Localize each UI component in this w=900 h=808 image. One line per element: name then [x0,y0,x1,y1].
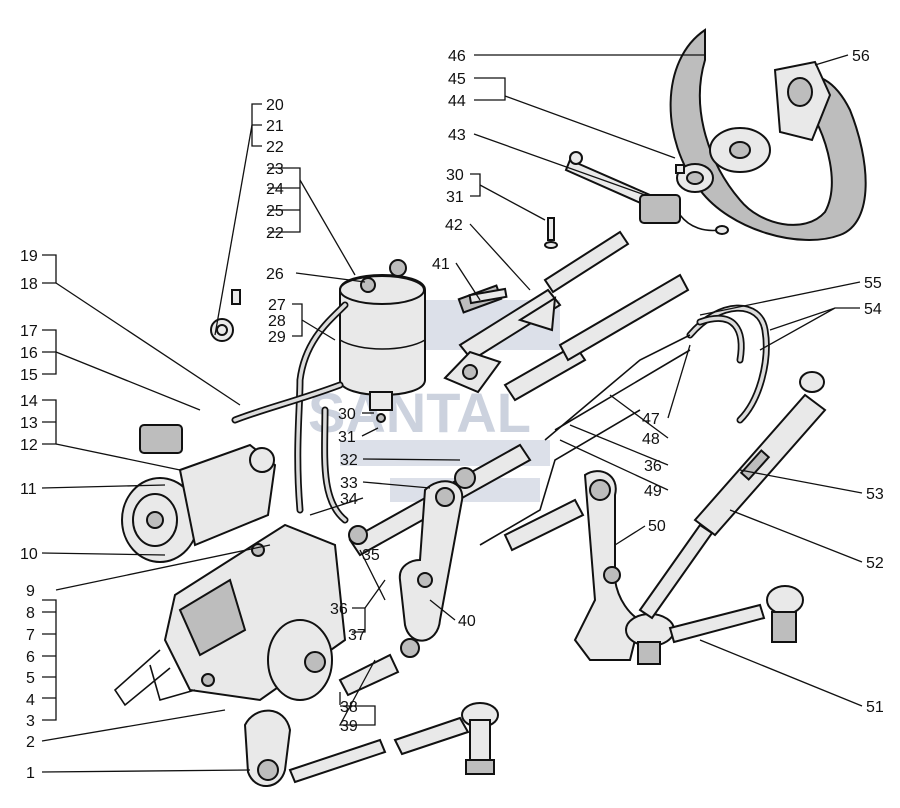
callout-52: 52 [866,555,884,572]
callout-30-upper: 30 [446,167,464,184]
callout-19: 19 [20,248,38,265]
callout-27: 27 [268,297,286,314]
callout-51: 51 [866,699,884,716]
callout-13: 13 [20,415,38,432]
callout-6: 6 [26,649,35,666]
callout-32: 32 [340,452,358,469]
callout-22-lower: 22 [266,225,284,242]
callout-3: 3 [26,713,35,730]
steering-arm-right [503,470,642,661]
callout-18: 18 [20,276,38,293]
callout-21: 21 [266,118,284,135]
callout-55: 55 [864,275,882,292]
callout-12: 12 [20,437,38,454]
callout-35: 35 [362,547,380,564]
callout-20: 20 [266,97,284,114]
callout-53: 53 [866,486,884,503]
callout-31-lower: 31 [338,429,356,446]
callout-14: 14 [20,393,38,410]
callout-10: 10 [20,546,38,563]
watermark-text: SANTAL [308,381,531,444]
idler-arm-center [398,480,464,658]
callout-4: 4 [26,692,35,709]
callout-8: 8 [26,605,35,622]
callout-50: 50 [648,518,666,535]
callout-54: 54 [864,301,882,318]
callout-30-lower: 30 [338,406,356,423]
callout-22-upper: 22 [266,139,284,156]
steering-column-shaft [443,230,630,394]
callout-36-left: 36 [330,601,348,618]
callout-23: 23 [266,161,284,178]
callout-15: 15 [20,367,38,384]
callout-28: 28 [268,313,286,330]
callout-42: 42 [445,217,463,234]
callout-40: 40 [458,613,476,630]
power-cylinder [638,371,827,620]
callout-36-right: 36 [644,458,662,475]
callout-33: 33 [340,475,358,492]
leader-lines [41,54,863,773]
callout-34: 34 [340,491,358,508]
steering-wheel [669,28,867,241]
tie-rod-end-left [393,702,499,775]
callout-9: 9 [26,583,35,600]
callout-29: 29 [268,329,286,346]
callout-17: 17 [20,323,38,340]
callout-49: 49 [644,483,662,500]
callout-5: 5 [26,670,35,687]
callout-44: 44 [448,93,466,110]
steering-gear-box [113,523,347,707]
callout-39: 39 [340,718,358,735]
callout-56: 56 [852,48,870,65]
pitman-arm-left [243,653,400,787]
callout-2: 2 [26,734,35,751]
tie-rod-right [625,585,804,665]
callout-46: 46 [448,48,466,65]
hydraulic-hoses [231,301,770,546]
callout-47: 47 [642,411,660,428]
oil-tank [339,259,426,423]
callout-31-upper: 31 [446,189,464,206]
callout-26: 26 [266,266,284,283]
column-switch-lever [564,151,729,235]
callout-16: 16 [20,345,38,362]
callout-7: 7 [26,627,35,644]
callout-41: 41 [432,256,450,273]
callout-11: 11 [20,481,37,498]
callout-1: 1 [26,765,35,782]
callout-labels: 1 2 3 4 5 6 7 8 9 10 11 12 13 14 15 16 1… [20,48,884,782]
callout-24: 24 [266,181,284,198]
callout-38: 38 [340,699,358,716]
callout-43: 43 [448,127,466,144]
callout-25: 25 [266,203,284,220]
callout-45: 45 [448,71,466,88]
callout-37: 37 [348,627,366,644]
callout-48: 48 [642,431,660,448]
hydraulic-pump [121,424,277,563]
